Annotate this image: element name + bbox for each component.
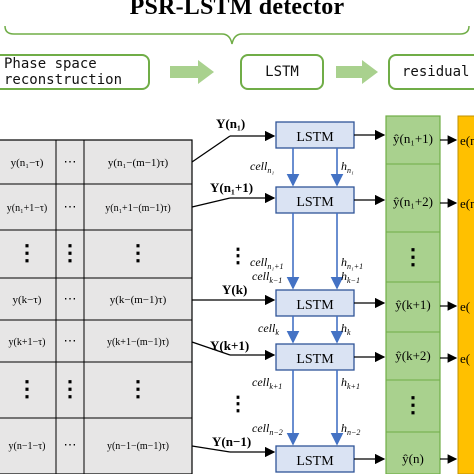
hidden-label-5: hk+1	[341, 375, 360, 391]
lstm-block-4: LSTM	[275, 343, 355, 371]
diagram-title: PSR-LSTM detector	[129, 0, 345, 20]
matrix-cell-r6c1: ⋮	[16, 376, 38, 401]
hidden-label-3: hk−1	[341, 269, 360, 285]
output-arrows	[354, 129, 386, 465]
matrix-cell-r2c1: y(n₁+1−τ)	[7, 203, 47, 214]
cell-label-5: cellk+1	[252, 375, 282, 391]
prediction-4: ŷ(k+1)	[395, 297, 431, 312]
prediction-5: ŷ(k+2)	[395, 348, 431, 363]
phase-space-reconstruction-stage: Phase space reconstruction	[0, 54, 150, 90]
psr-label-line2: reconstruction	[4, 72, 123, 88]
matrix-cell-r7c2: ⋯	[64, 437, 77, 452]
residual-3: e(	[460, 299, 470, 314]
matrix-cell-r3c3: ⋮	[127, 240, 149, 265]
prediction-column: ŷ(n₁+1) ŷ(n₁+2) ⋮ ŷ(k+1) ŷ(k+2) ⋮ ŷ(n)	[385, 115, 441, 474]
input-label-2: Y(n₁+1)	[210, 180, 253, 195]
matrix-cell-r7c3: y(n−1−(m−1)τ)	[107, 441, 169, 452]
matrix-cell-r1c2: ⋯	[64, 154, 77, 169]
lstm-block-3-label: LSTM	[296, 298, 334, 313]
matrix-cell-r6c2: ⋮	[59, 376, 81, 401]
cell-label-6: celln−2	[252, 421, 283, 437]
stage-arrow-1	[170, 60, 214, 84]
title-brace	[4, 25, 470, 45]
matrix-cell-r2c3: y(n₁+1−(m−1)τ)	[105, 203, 171, 214]
reconstructed-matrix: y(n₁−τ) ⋯ y(n₁−(m−1)τ) y(n₁+1−τ) ⋯ y(n₁+…	[0, 139, 193, 474]
cell-label-4: cellk	[258, 321, 279, 337]
matrix-cell-r4c2: ⋯	[64, 291, 77, 306]
matrix-cell-r3c2: ⋮	[59, 240, 81, 265]
residual-1: e(n	[460, 133, 474, 148]
input-arrows	[230, 130, 276, 458]
state-arrows	[286, 148, 344, 446]
matrix-to-input-lines	[191, 135, 231, 453]
lstm-block-1-label: LSTM	[296, 130, 334, 145]
lstm-block-5: LSTM	[275, 445, 355, 473]
lstm-block-5-label: LSTM	[296, 454, 334, 469]
matrix-cell-r5c3: y(k+1−(m−1)τ)	[107, 337, 169, 348]
prediction-1: ŷ(n₁+1)	[393, 131, 433, 146]
matrix-cell-r4c1: y(k−τ)	[13, 294, 42, 306]
lstm-block-1: LSTM	[275, 121, 355, 149]
lstm-block-4-label: LSTM	[296, 352, 334, 367]
residual-4: e(	[460, 351, 470, 366]
input-label-3: Y(k)	[222, 282, 247, 297]
residual-stage: residual	[388, 54, 474, 90]
prediction-2: ŷ(n₁+2)	[393, 194, 433, 209]
hidden-label-6: hn−2	[341, 421, 360, 437]
hidden-label-2: hn₁+1	[341, 255, 363, 271]
cell-label-3: cellk−1	[252, 269, 282, 285]
matrix-cell-r6c3: ⋮	[127, 376, 149, 401]
matrix-cell-r2c2: ⋯	[64, 199, 77, 214]
input-label-1: Y(n₁)	[216, 116, 245, 131]
hidden-label-4: hk	[341, 321, 351, 337]
lstm-block-2-label: LSTM	[296, 195, 334, 210]
residual-2: e(n	[460, 196, 474, 211]
matrix-cell-r4c3: y(k−(m−1)τ)	[110, 294, 167, 306]
psr-label-line1: Phase space	[4, 56, 97, 72]
cell-label-1: celln₁	[250, 159, 274, 175]
lstm-block-3: LSTM	[275, 289, 355, 317]
stage-arrow-2	[336, 60, 378, 84]
matrix-cell-r7c1: y(n−1−τ)	[9, 441, 46, 452]
lstm-block-2: LSTM	[275, 186, 355, 214]
cell-label-2: celln₁+1	[250, 255, 284, 271]
matrix-cell-r5c2: ⋯	[64, 333, 77, 348]
input-label-5: Y(n−1)	[212, 434, 251, 449]
hidden-label-1: hn₁	[341, 159, 354, 175]
residual-column: e(n e(n e( e(	[457, 115, 474, 474]
matrix-cell-r5c1: y(k+1−τ)	[9, 337, 46, 348]
lstm-stage: LSTM	[240, 54, 324, 90]
prediction-3: ⋮	[402, 244, 424, 269]
matrix-cell-r3c1: ⋮	[16, 240, 38, 265]
residual-arrows	[440, 135, 458, 464]
lstm-vdots-1: ⋮	[228, 245, 248, 267]
matrix-cell-r1c1: y(n₁−τ)	[11, 157, 44, 169]
matrix-cell-r1c3: y(n₁−(m−1)τ)	[108, 157, 169, 169]
lstm-vdots-2: ⋮	[228, 393, 248, 415]
prediction-6: ⋮	[402, 392, 424, 417]
prediction-7: ŷ(n)	[402, 451, 424, 466]
input-label-4: Y(k+1)	[210, 338, 249, 353]
